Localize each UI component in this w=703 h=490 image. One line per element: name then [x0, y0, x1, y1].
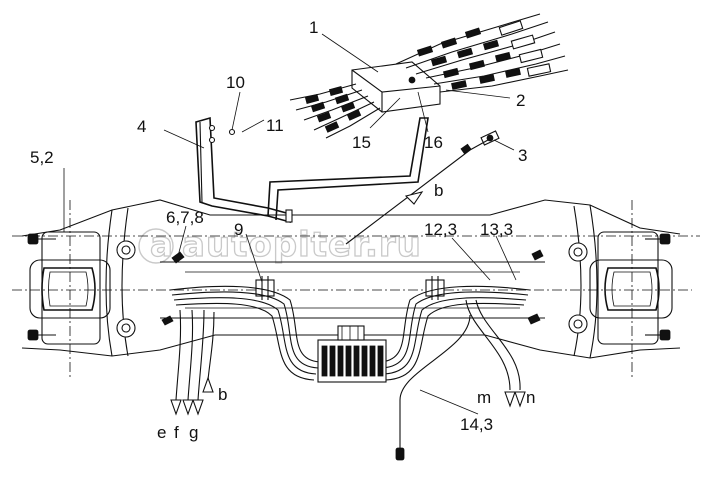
- callout-labels: 1 2 3 4 5,2 6,7,8 9 10 11 12,3 13,3 14,3…: [30, 18, 527, 434]
- hose-bundle-left: [169, 285, 321, 381]
- line-labels: b b e f g m n: [157, 181, 535, 442]
- callout-3: 3: [518, 146, 527, 165]
- callout-12-3: 12,3: [424, 220, 457, 239]
- callout-13-3: 13,3: [480, 220, 513, 239]
- line-label-e: e: [157, 423, 166, 442]
- callout-5-2: 5,2: [30, 148, 54, 167]
- right-wheel-hub: [568, 200, 673, 380]
- line-label-n: n: [526, 388, 535, 407]
- left-wheel-hub: [27, 200, 136, 380]
- outlet-lines-left: [170, 309, 215, 416]
- outlet-lines-right: [465, 299, 526, 408]
- callout-9: 9: [234, 220, 243, 239]
- callout-11: 11: [266, 116, 284, 135]
- callout-10: 10: [226, 73, 245, 92]
- central-valve-block: [317, 325, 387, 383]
- leader-lines: [63, 33, 517, 415]
- callout-2: 2: [516, 91, 525, 110]
- manifold-block: [351, 61, 441, 113]
- line-label-b-lower: b: [218, 385, 227, 404]
- callout-6-7-8: 6,7,8: [166, 208, 204, 227]
- callout-4: 4: [137, 117, 146, 136]
- brake-fittings: [161, 249, 544, 326]
- mounting-bracket: [195, 116, 429, 224]
- line-label-g: g: [189, 423, 198, 442]
- watermark: a autopiter.ru: [138, 224, 422, 266]
- watermark-logo-letter: a: [150, 225, 174, 265]
- callout-15: 15: [352, 133, 371, 152]
- tube-clamps: [255, 276, 445, 300]
- watermark-text: autopiter.ru: [182, 225, 422, 265]
- line-label-f: f: [174, 423, 179, 442]
- line-label-m: m: [477, 388, 491, 407]
- callout-1: 1: [309, 18, 318, 37]
- manifold-hoses-right: [395, 13, 569, 93]
- axle-housing: [12, 199, 700, 359]
- line-14-3: [395, 314, 471, 461]
- fitting-3: [345, 130, 500, 245]
- callout-16: 16: [424, 133, 443, 152]
- line-label-b-upper: b: [434, 181, 443, 200]
- hose-bundle-right: [379, 285, 531, 381]
- manifold-hoses-left: [289, 83, 381, 139]
- callout-14-3: 14,3: [460, 415, 493, 434]
